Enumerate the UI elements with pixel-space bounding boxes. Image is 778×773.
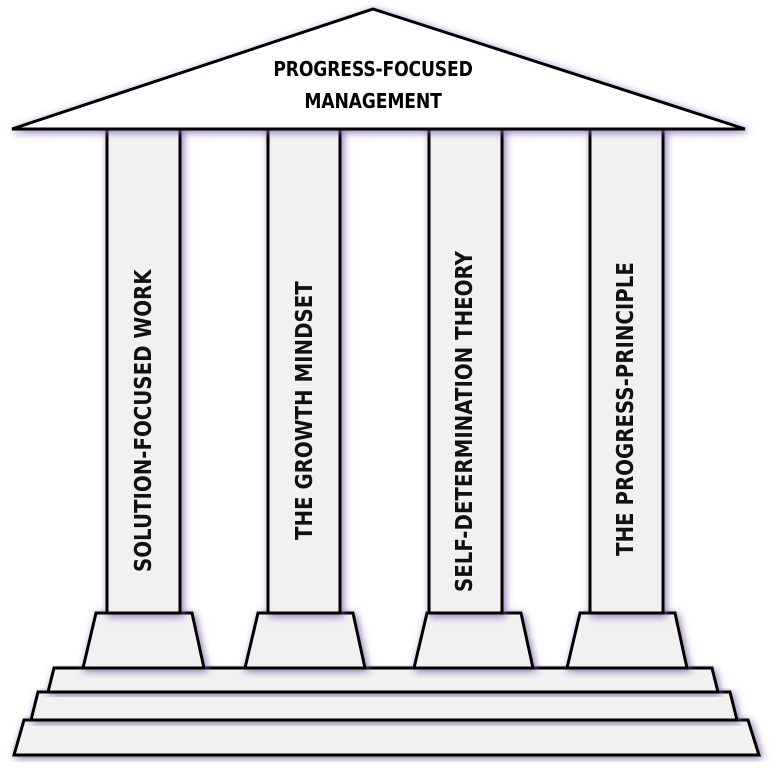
roof-pediment (11, 7, 746, 131)
pillar-label-growth-mindset: THE GROWTH MINDSET (292, 281, 318, 540)
step-middle (29, 690, 739, 722)
pillar-shaft-2 (266, 127, 342, 615)
pillar-shafts (105, 127, 665, 615)
step-top (46, 666, 720, 694)
pillar-base-3 (412, 611, 535, 670)
pillar-shaft-4 (588, 127, 665, 615)
foundation-steps (12, 666, 762, 757)
step-bottom (12, 718, 762, 757)
pillar-base-4 (565, 611, 689, 670)
pillar-label-solution-focused-work: SOLUTION-FOCUSED WORK (131, 269, 157, 572)
roof-title-line1: PROGRESS-FOCUSED (273, 57, 473, 81)
roof-title-line2: MANAGEMENT (304, 89, 442, 113)
pillar-base-2 (243, 611, 367, 670)
pillar-shaft-1 (105, 127, 182, 615)
pillar-base-1 (81, 611, 206, 670)
pillar-label-progress-principle: THE PROGRESS-PRINCIPLE (613, 262, 639, 556)
pillar-bases (81, 611, 689, 670)
pillar-label-self-determination-theory: SELF-DETERMINATION THEORY (452, 251, 478, 592)
pillar-shaft-3 (427, 127, 504, 615)
